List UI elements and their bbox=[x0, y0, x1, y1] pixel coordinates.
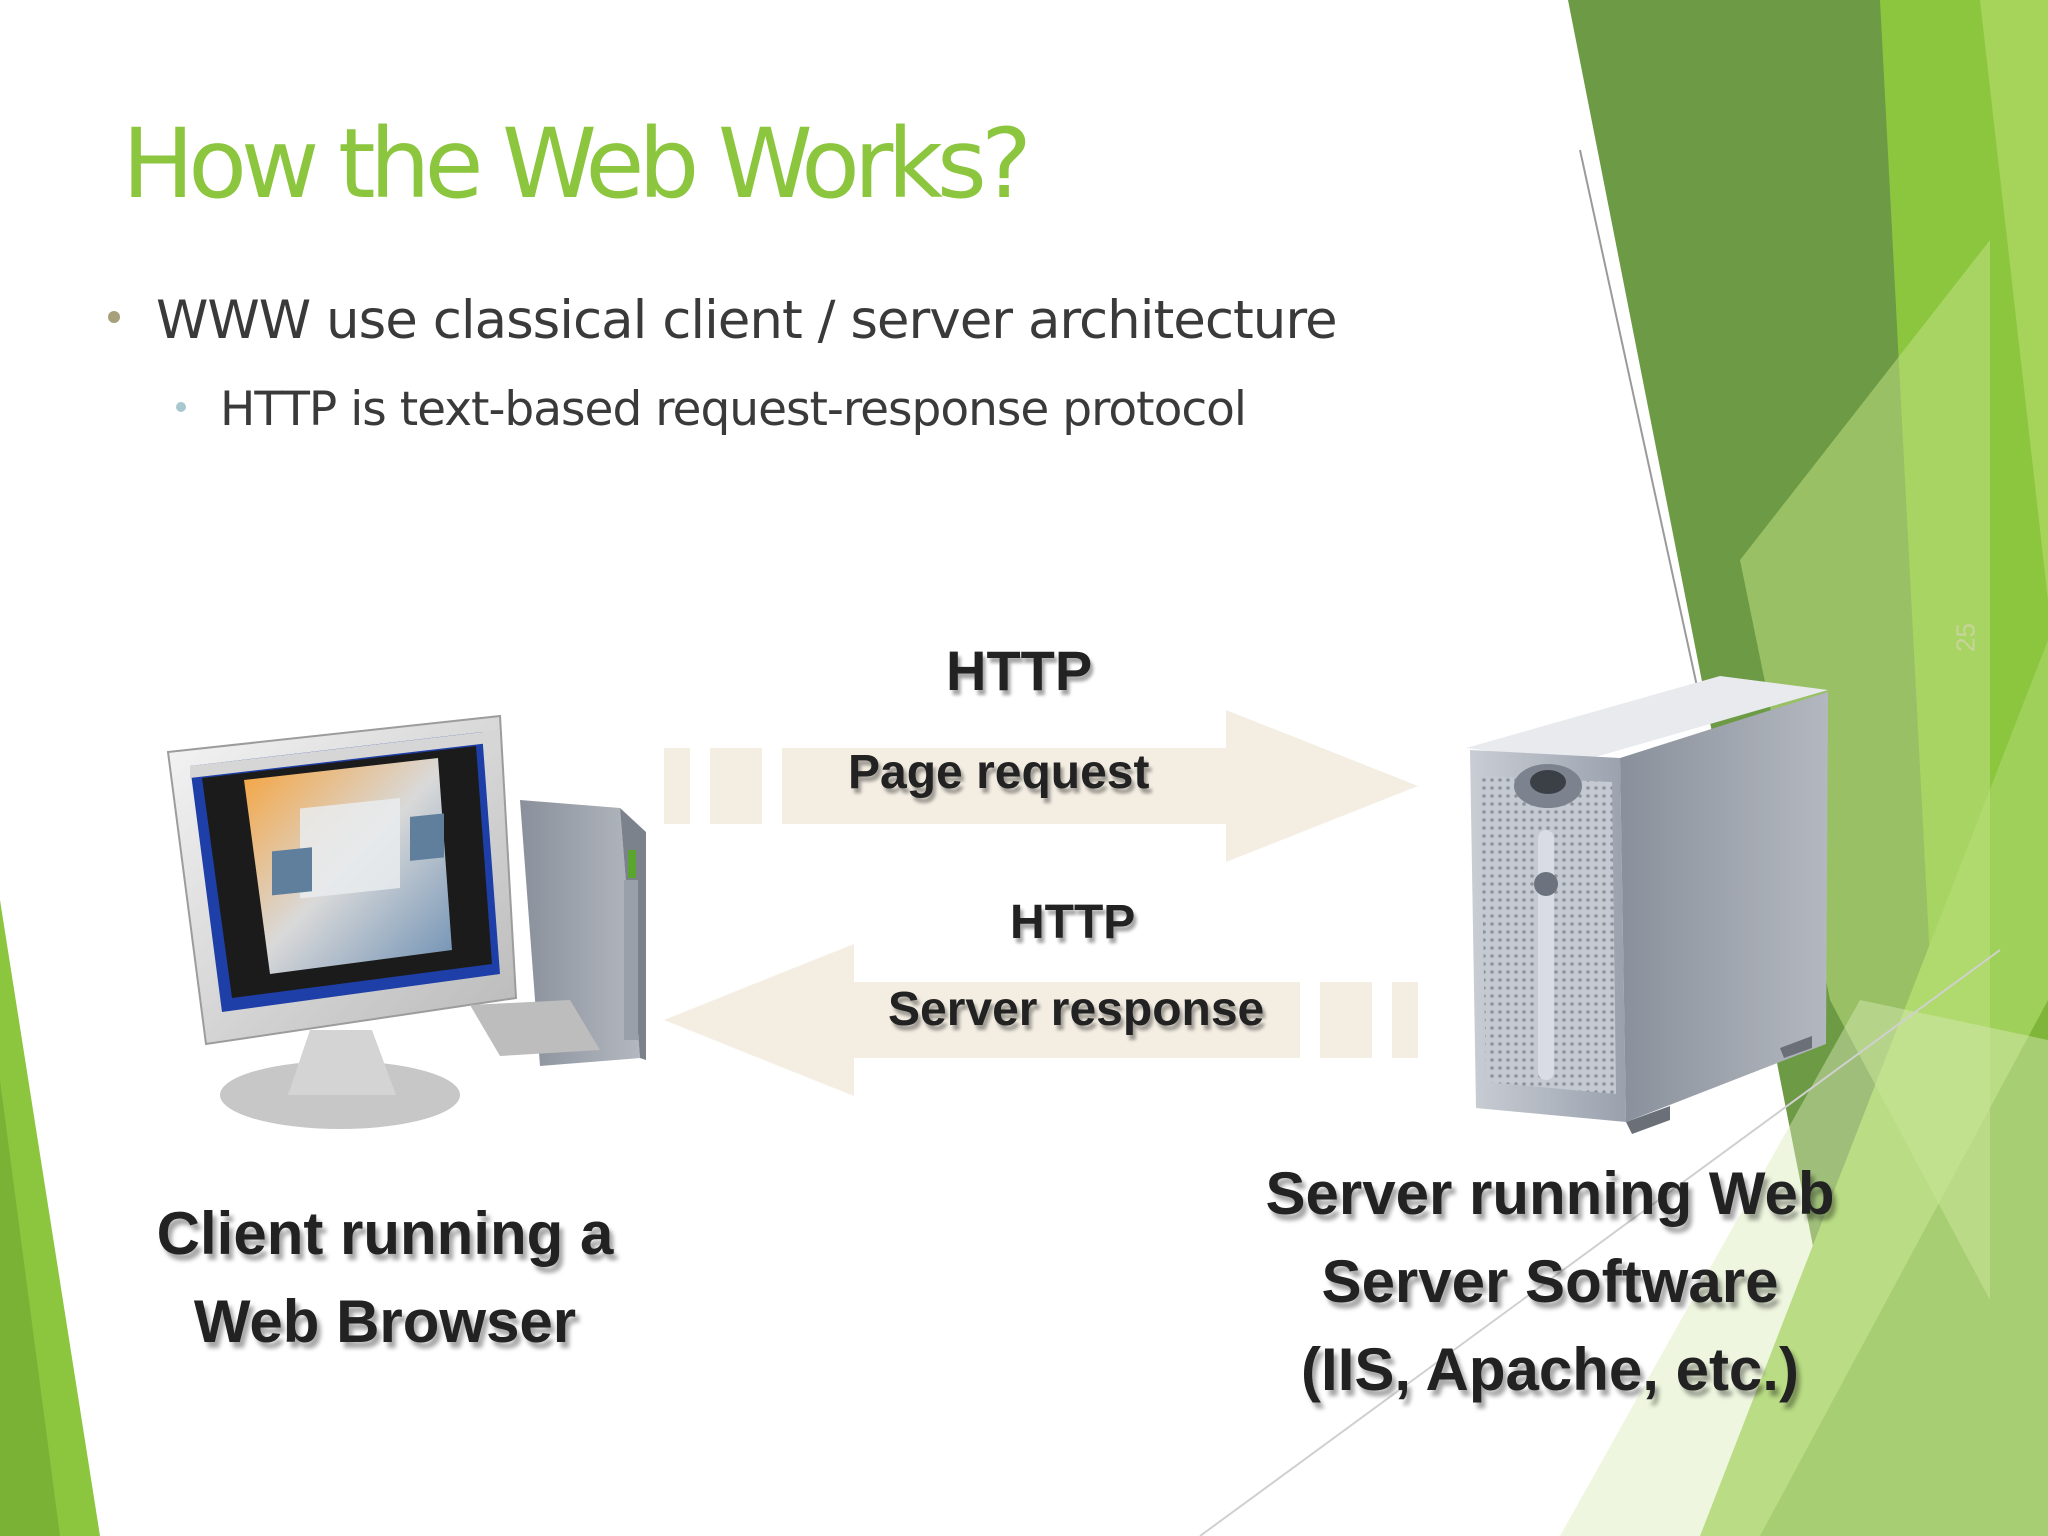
server-tower-icon bbox=[1466, 676, 1828, 1134]
slide-title: How the Web Works? bbox=[122, 108, 1032, 220]
server-caption-line: Server running Web bbox=[1265, 1160, 1835, 1227]
deco-thin-line-1 bbox=[1579, 149, 1701, 701]
slide-number: 25 bbox=[1950, 623, 1981, 652]
request-arrow-icon bbox=[664, 710, 1418, 862]
deco-thin-line-2 bbox=[1199, 949, 2001, 1536]
request-label: Page request bbox=[848, 746, 1150, 799]
server-caption-line: Server Software bbox=[1321, 1248, 1779, 1315]
deco-left-facet-dark bbox=[0, 1080, 60, 1536]
deco-bottom-pale-wedge bbox=[1560, 1000, 2048, 1536]
deco-right-pale-facet bbox=[1740, 240, 1990, 1300]
response-protocol-label: HTTP bbox=[1010, 896, 1136, 949]
client-caption: Client running a Web Browser bbox=[120, 1190, 650, 1366]
bullet-level2: HTTP is text-based request-response prot… bbox=[176, 382, 1247, 437]
bullet-text: WWW use classical client / server archit… bbox=[156, 290, 1338, 351]
bullet-level1: WWW use classical client / server archit… bbox=[108, 290, 1338, 351]
deco-right-top-highlight bbox=[1980, 0, 2048, 600]
bullet-dot-icon bbox=[108, 311, 120, 324]
server-caption-line: (IIS, Apache, etc.) bbox=[1301, 1336, 1799, 1403]
response-arrow-icon bbox=[664, 944, 1418, 1096]
sub-bullet-dot-icon bbox=[176, 401, 186, 412]
server-caption: Server running Web Server Software (IIS,… bbox=[1230, 1150, 1870, 1414]
sub-bullet-text: HTTP is text-based request-response prot… bbox=[220, 382, 1247, 437]
request-protocol-label: HTTP bbox=[946, 639, 1093, 702]
client-caption-line: Client running a bbox=[156, 1200, 614, 1267]
client-computer-icon bbox=[166, 714, 646, 1129]
response-label: Server response bbox=[888, 983, 1265, 1036]
client-caption-line: Web Browser bbox=[193, 1288, 577, 1355]
